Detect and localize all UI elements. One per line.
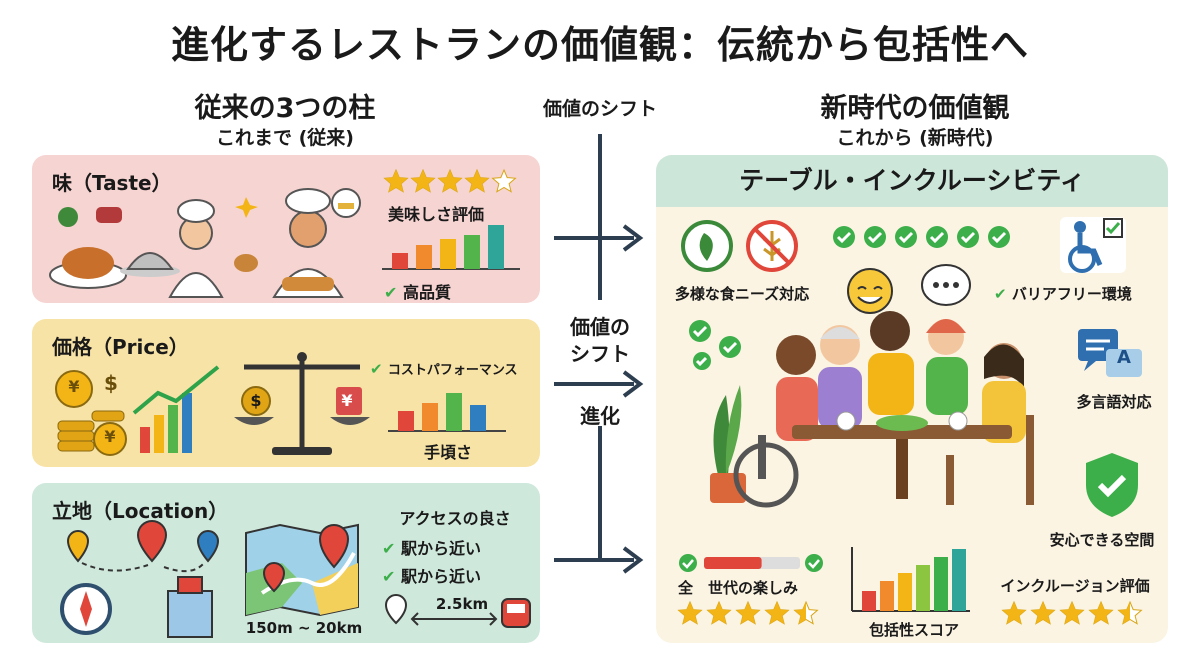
distance-caption: 2.5km [435,595,489,613]
location-label: 立地（Location） [52,499,229,523]
access-item-2-label: 駅から近い [400,567,481,586]
check-mark [991,231,1007,244]
check-icon: ✔ [994,285,1007,303]
inclusivity-score-chart [851,547,970,612]
inclusivity-score-label: 包括性スコア [868,621,959,639]
left-subheading: これまで (従来) [216,127,354,149]
balance-scale-icon [234,352,370,455]
yen-symbol-2: ¥ [104,427,116,446]
taste-bar-chart [382,225,520,270]
scale-yen: ¥ [341,391,353,410]
wheelchair-icon [1060,217,1126,273]
chef-food-icon [49,199,224,298]
shield-check-icon [1086,453,1138,517]
star-fill [438,170,462,192]
panel-title: テーブル・インクルーシビティ [656,155,1168,207]
check-icon: ✔ [382,539,396,558]
page-title: 進化するレストランの価値観：伝統から包括性へ [170,23,1029,67]
right-subheading: これから (新時代) [836,127,994,149]
taste-label: 味（Taste） [52,171,172,195]
check-mark [960,231,976,244]
diverse-diners-illustration [710,311,1034,508]
star-fill [1060,602,1084,624]
distance-icon [384,594,531,628]
shift-top-label: 価値のシフト [542,98,657,120]
location-range-caption: 150m ~ 20km [245,619,363,637]
dollar-symbol: $ [104,371,118,395]
price-cost-row: ✔ コストパフォーマンス [370,359,540,378]
scale-dollar: $ [250,391,262,410]
coins-growth-icon [55,365,220,456]
price-card: 価格（Price） ¥ $ ¥ $ ¥ ✔ コストパフォーマンス 手頃さ [32,319,540,467]
left-heading: 従来の3つの柱 [194,93,376,124]
right-column-heading: 新時代の価値観 これから (新時代) [740,92,1090,150]
star-fill [794,602,806,624]
access-item-2: ✔ 駅から近い [382,563,481,587]
shift-center-line2: シフト [570,342,630,366]
right-heading: 新時代の価値観 [820,93,1010,124]
shift-center-label: 価値の シフト [550,314,650,368]
shift-arrows [554,134,644,574]
taste-quality-row: ✔ 高品質 [384,279,524,303]
check-mark [929,231,945,244]
diet-label: 多様な食ニーズ対応 [674,285,810,303]
pins-compass-icon [60,520,220,638]
check-icon: ✔ [370,360,383,378]
all-generations-star-rating [677,600,819,625]
left-checks [689,320,741,370]
access-heading: アクセスの良さ [399,509,511,528]
star-fill [384,170,408,192]
translate-bubbles-icon [1078,329,1142,377]
translate-glyph: A [1117,347,1131,368]
shift-center-line1: 価値の [570,315,630,339]
star-fill [1089,602,1113,624]
star-icon [491,168,517,193]
price-check-caption: コストパフォーマンス [387,363,518,378]
inclusion-star-rating [1001,600,1143,625]
star-fill [411,170,435,192]
map-icon [245,523,359,617]
star-fill [465,170,489,192]
star-fill [1002,602,1026,624]
star-fill [1118,602,1130,624]
check-icon: ✔ [384,283,398,302]
yen-symbol: ¥ [68,377,80,396]
check-row [833,226,1010,248]
access-item-1-label: 駅から近い [400,539,481,558]
check-mark [836,231,852,244]
inclusivity-panel: テーブル・インクルーシビティ 多様な食ニーズ対応 ✔ バリアフリー環境 [656,155,1168,643]
access-item-1: ✔ 駅から近い [382,535,481,559]
taste-check-caption: 高品質 [402,283,451,302]
check-mark [898,231,914,244]
diet-icons [681,220,798,272]
all-generations-label: 全 世代の楽しみ [678,579,799,597]
price-bar-chart [388,393,506,432]
check-icon: ✔ [382,567,396,586]
star-fill [707,602,731,624]
price-bar-caption: 手頃さ [424,443,473,462]
taste-card: 味（Taste） 美味しさ評価 ✔ 高品質 [32,155,540,303]
star-fill [736,602,760,624]
barrier-free-row: ✔ バリアフリー環境 [994,283,1164,304]
location-card: 立地（Location） 150m ~ 20km アクセスの良さ ✔ 駅から近い… [32,483,540,643]
barrier-free-label: バリアフリー環境 [1011,285,1132,303]
star-fill [1031,602,1055,624]
generations-bar [679,554,823,572]
price-label: 価格（Price） [52,335,189,359]
star-fill [765,602,789,624]
chef-dish-icon [234,188,361,298]
emoji-speech-icons [847,264,971,314]
multilingual-label: 多言語対応 [1076,393,1152,411]
left-column-heading: 従来の3つの柱 これまで (従来) [110,92,460,150]
evolution-label: 進化 [580,404,620,428]
star-fill [678,602,702,624]
safe-space-label: 安心できる空間 [1049,531,1155,549]
taste-star-rating [383,168,517,193]
taste-rating-caption: 美味しさ評価 [388,205,485,224]
check-mark [867,231,883,244]
inclusion-rating-label: インクルージョン評価 [1000,577,1150,595]
